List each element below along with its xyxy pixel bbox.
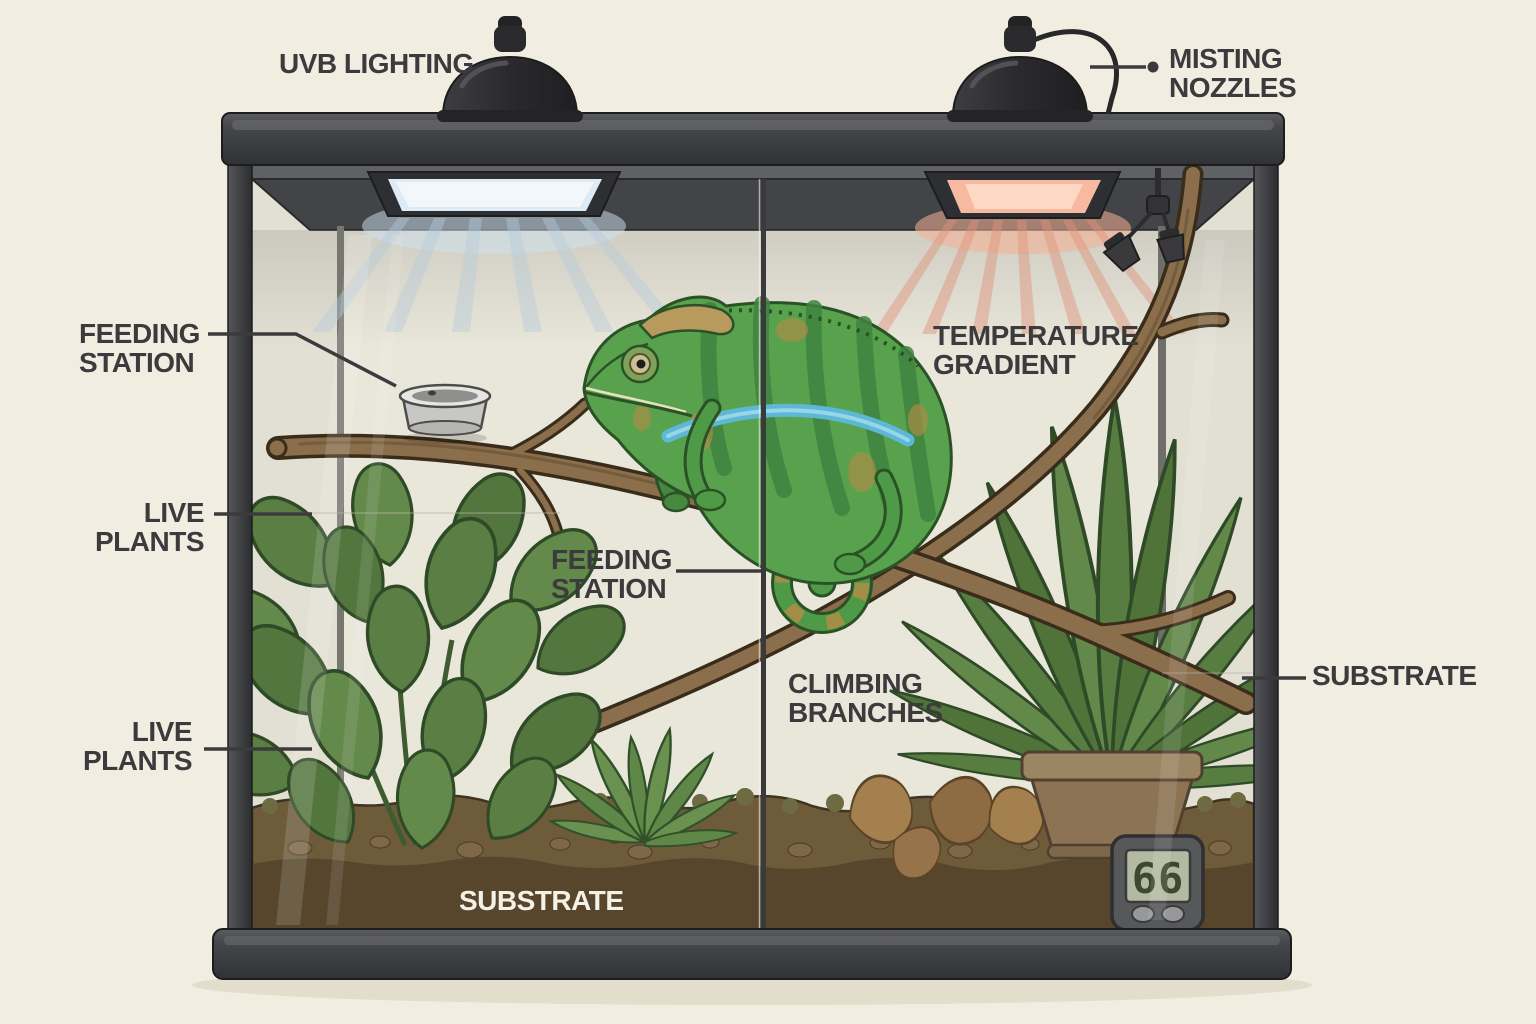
frame-right-post <box>1253 149 1279 941</box>
heat-lamp-fixture <box>947 16 1119 122</box>
potted-plant <box>883 397 1254 860</box>
label-substrate-right: SUBSTRATE <box>1312 660 1477 691</box>
lamp-cable <box>1033 29 1119 115</box>
label-temperature-gradient: TEMPERATURE GRADIENT <box>933 321 1139 379</box>
label-live-plants-lower: LIVE PLANTS <box>83 716 193 776</box>
label-uvb-lighting: UVB LIGHTING <box>279 48 474 79</box>
leader-lines <box>204 65 1306 751</box>
label-line: TEMPERATURE <box>933 320 1139 351</box>
label-climbing-branches: CLIMBING BRANCHES <box>788 669 943 727</box>
label-feeding-station-left: FEEDING STATION <box>79 319 200 377</box>
label-line: LIVE <box>143 497 205 528</box>
label-line: BRANCHES <box>788 697 943 728</box>
label-live-plants-upper: LIVE PLANTS <box>95 497 205 557</box>
label-substrate-bottom: SUBSTRATE <box>459 885 624 916</box>
label-line: FEEDING <box>551 544 672 575</box>
glass-reflections <box>276 235 1225 925</box>
thermometer-icon: 66 <box>1110 834 1205 929</box>
label-feeding-station-center: FEEDING STATION <box>551 545 672 603</box>
leader-dot <box>1147 61 1159 73</box>
frame-left-post <box>227 149 253 941</box>
live-plant-large <box>252 458 638 858</box>
label-line: PLANTS <box>83 745 193 776</box>
center-divider <box>758 179 766 929</box>
climbing-branch-curved <box>537 163 1230 753</box>
label-line: PLANTS <box>95 526 205 557</box>
feeding-dish-icon <box>398 383 492 444</box>
uvb-lamp-fixture <box>437 16 583 122</box>
tank-interior: 66 <box>252 163 1254 929</box>
label-line: NOZZLES <box>1169 72 1297 103</box>
label-line: STATION <box>551 573 667 604</box>
misting-nozzle-icon <box>1102 168 1185 273</box>
leader-feeding-station-left <box>208 332 397 388</box>
heat-lamp-icon <box>872 171 1186 334</box>
label-line: CLIMBING <box>788 668 923 699</box>
back-left-post <box>337 226 344 816</box>
label-line: FEEDING <box>79 318 200 349</box>
label-line: LIVE <box>131 716 193 747</box>
label-line: STATION <box>79 347 195 378</box>
plant-pot <box>1020 750 1204 860</box>
label-misting-nozzles: MISTING NOZZLES <box>1169 43 1297 103</box>
label-line: GRADIENT <box>933 349 1076 380</box>
label-line: MISTING <box>1169 43 1283 74</box>
uvb-rays <box>312 218 686 332</box>
uvb-lamp-icon <box>312 171 686 332</box>
thermometer-reading: 66 <box>1132 854 1185 903</box>
tank-frame <box>212 112 1292 980</box>
